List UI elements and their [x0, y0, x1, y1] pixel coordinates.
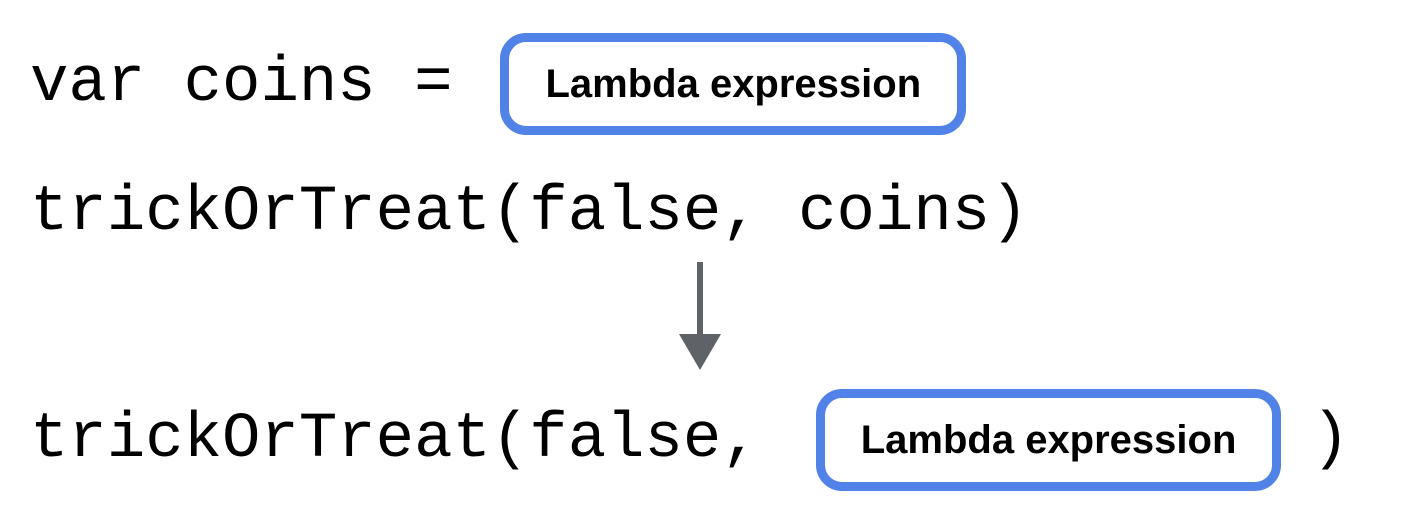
down-arrow-icon — [679, 262, 721, 370]
code-closing-paren: ) — [1311, 404, 1350, 476]
code-function-call-prefix: trickOrTreat(false, — [30, 404, 760, 476]
lambda-expression-box-1: Lambda expression — [500, 33, 967, 135]
code-function-call: trickOrTreat(false, coins) — [30, 177, 1029, 249]
code-var-declaration: var coins = — [30, 48, 453, 120]
lambda-expression-box-2: Lambda expression — [815, 389, 1282, 491]
assignment-line: var coins = Lambda expression — [30, 32, 967, 136]
lambda-expression-label-1: Lambda expression — [545, 62, 922, 106]
function-call-line: trickOrTreat(false, coins) — [30, 165, 1029, 261]
lambda-expression-label-2: Lambda expression — [860, 418, 1237, 462]
substituted-call-line: trickOrTreat(false, Lambda expression ) — [30, 388, 1350, 492]
